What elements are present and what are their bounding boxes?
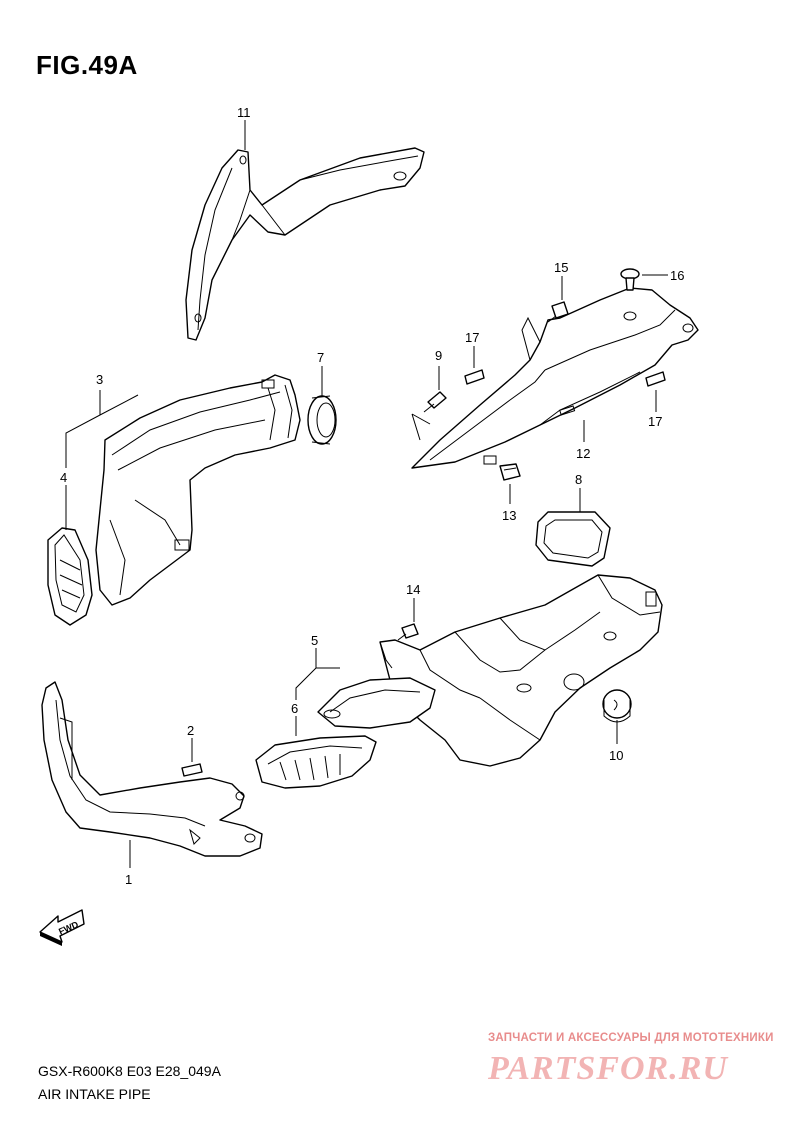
figure-name: AIR INTAKE PIPE [38,1086,151,1102]
part-14-screw[interactable] [397,623,419,641]
callout-7: 7 [317,350,324,365]
fwd-arrow-icon: FWD [39,909,85,946]
callout-17-upper: 17 [465,330,479,345]
part-13-clip[interactable] [499,463,521,481]
part-4-duct-screen[interactable] [47,527,93,626]
callout-5: 5 [311,633,318,648]
part-17-label-upper[interactable] [464,369,485,385]
part-5-intake-inner[interactable] [317,677,436,729]
callout-14: 14 [406,582,420,597]
callout-16: 16 [670,268,684,283]
callout-2: 2 [187,723,194,738]
callout-10: 10 [609,748,623,763]
watermark-logo: PARTSFOR.RU [488,1050,728,1087]
part-17-label-right[interactable] [645,371,666,387]
part-2-label[interactable] [181,763,203,777]
part-9-screw[interactable] [423,391,447,413]
part-6-intake-grill[interactable] [255,735,377,789]
part-12-right-duct-cover[interactable] [411,287,699,469]
part-8-seal-ring[interactable] [535,511,611,567]
model-code: GSX-R600K8 E03 E28_049A [38,1063,221,1079]
callout-13: 13 [502,508,516,523]
callout-9: 9 [435,348,442,363]
callout-15: 15 [554,260,568,275]
part-15-bolt[interactable] [547,301,569,323]
part-3-left-intake-duct[interactable] [95,374,301,606]
part-11-duct-cover[interactable] [185,147,425,341]
callout-3: 3 [96,372,103,387]
part-16-fastener[interactable] [620,268,640,291]
figure-title: FIG.49A [36,50,138,80]
callout-1: 1 [125,872,132,887]
callout-12: 12 [576,446,590,461]
callout-6: 6 [291,701,298,716]
callout-4: 4 [60,470,67,485]
part-7-duct-seal[interactable] [307,395,337,445]
part-10-grommet[interactable] [602,689,632,723]
callout-17-right: 17 [648,414,662,429]
callout-11: 11 [237,105,251,120]
part-lower-intake-duct[interactable] [379,574,663,767]
watermark-subtitle: ЗАПЧАСТИ И АКСЕССУАРЫ ДЛЯ МОТОТЕХНИКИ [488,1032,774,1044]
part-1-bracket[interactable] [41,681,263,857]
callout-8: 8 [575,472,582,487]
